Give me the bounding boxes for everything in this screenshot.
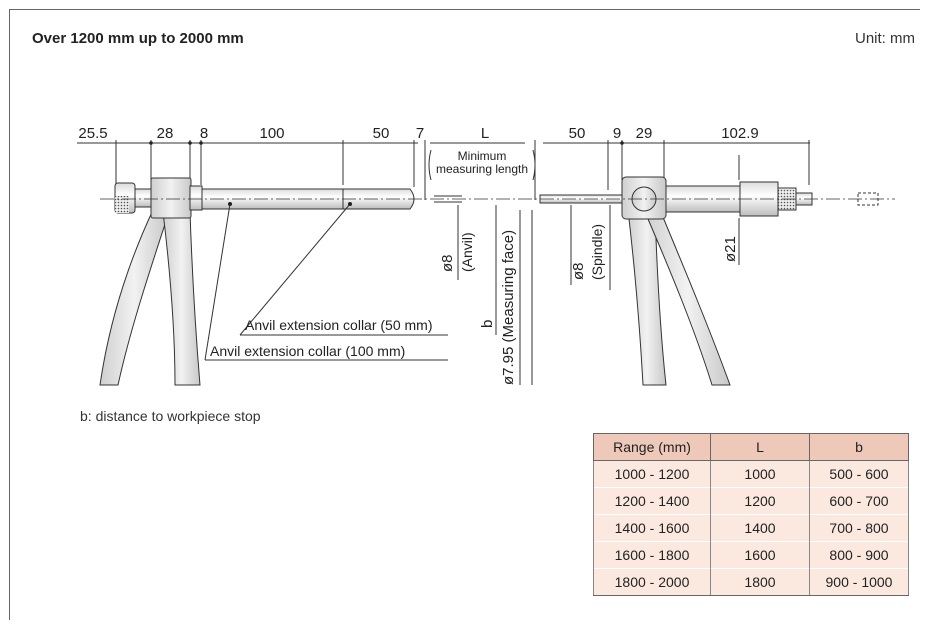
anvil-label: (Anvil) <box>459 232 475 272</box>
spindle-label: (Spindle) <box>589 224 605 280</box>
dim-label-25-5: 25.5 <box>78 125 107 142</box>
table-header-range: Range (mm) <box>593 433 711 461</box>
dim-label-50-right: 50 <box>569 125 586 142</box>
table-row: 1600 - 1800 1600 800 - 900 <box>593 541 909 569</box>
range-table: Range (mm) L b 1000 - 1200 1000 500 - 60… <box>593 433 909 596</box>
table-cell-b: 600 - 700 <box>809 487 909 515</box>
dim-label-28: 28 <box>157 125 174 142</box>
dim-label-50-left: 50 <box>373 125 390 142</box>
table-cell-l: 1800 <box>710 568 810 596</box>
b-label: b <box>479 320 496 328</box>
dimension-arrow-dots <box>149 141 624 145</box>
table-cell-range: 1000 - 1200 <box>593 460 711 488</box>
table-cell-l: 1000 <box>710 460 810 488</box>
table-cell-b: 700 - 800 <box>809 514 909 542</box>
dim-label-102-9: 102.9 <box>721 125 759 142</box>
table-header-b: b <box>809 433 909 461</box>
vertical-dim-lines <box>457 155 740 385</box>
frame-arm-right <box>627 209 731 386</box>
callout-dot-100 <box>228 202 232 206</box>
spindle-assembly <box>539 176 813 220</box>
anvil-dia-label: ø8 <box>439 254 456 272</box>
min-length-brackets <box>428 149 536 181</box>
dim-label-l: L <box>481 125 489 142</box>
min-length-label-line1: Minimum <box>458 149 507 163</box>
table-cell-b: 800 - 900 <box>809 541 909 569</box>
table-cell-range: 1400 - 1600 <box>593 514 711 542</box>
table-cell-range: 1200 - 1400 <box>593 487 711 515</box>
callout-dot-50 <box>348 202 352 206</box>
anvil-assembly <box>114 177 415 219</box>
table-cell-range: 1800 - 2000 <box>593 568 711 596</box>
unit-label: Unit: mm <box>855 30 915 47</box>
page-frame <box>9 9 920 620</box>
anvil-tip <box>434 195 462 203</box>
table-row: 1200 - 1400 1200 600 - 700 <box>593 487 909 515</box>
page-title: Over 1200 mm up to 2000 mm <box>32 30 244 47</box>
spindle-dia-label: ø8 <box>570 262 587 280</box>
measuring-face-label: ø7.95 (Measuring face) <box>500 230 517 385</box>
table-header-row: Range (mm) L b <box>593 433 909 461</box>
thimble-dia-label: ø21 <box>722 236 739 262</box>
table-row: 1800 - 2000 1800 900 - 1000 <box>593 568 909 596</box>
dim-label-100: 100 <box>259 125 284 142</box>
frame-arm-left <box>99 209 201 386</box>
dimension-baseline <box>77 140 810 200</box>
anvil-extension-50 <box>342 188 415 210</box>
callout-collar-50: Anvil extension collar (50 mm) <box>245 317 433 333</box>
table-header-l: L <box>710 433 810 461</box>
table-cell-l: 1400 <box>710 514 810 542</box>
callout-leaders <box>204 203 448 361</box>
dim-label-7: 7 <box>416 125 424 142</box>
table-cell-range: 1600 - 1800 <box>593 541 711 569</box>
dim-label-9: 9 <box>613 125 621 142</box>
callout-collar-100: Anvil extension collar (100 mm) <box>210 343 405 359</box>
min-length-label-line2: measuring length <box>436 162 528 176</box>
dim-label-8: 8 <box>200 125 208 142</box>
table-cell-b: 500 - 600 <box>809 460 909 488</box>
workpiece-stop-note: b: distance to workpiece stop <box>80 408 261 424</box>
table-cell-b: 900 - 1000 <box>809 568 909 596</box>
dim-label-29: 29 <box>636 125 653 142</box>
table-cell-l: 1200 <box>710 487 810 515</box>
table-row: 1400 - 1600 1400 700 - 800 <box>593 514 909 542</box>
table-cell-l: 1600 <box>710 541 810 569</box>
table-row: 1000 - 1200 1000 500 - 600 <box>593 460 909 488</box>
